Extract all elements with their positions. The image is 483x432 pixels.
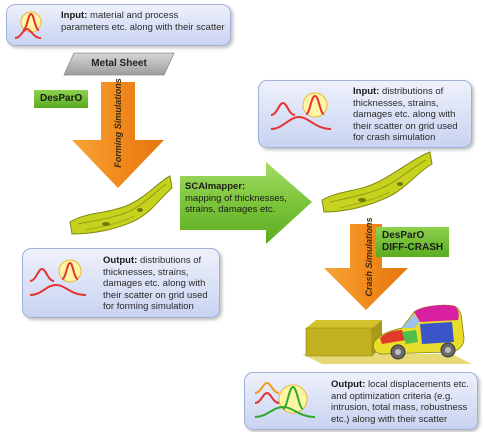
output-box-bottom: Output: local displacements etc. and opt… (244, 372, 478, 430)
desparo-tag-right-line2: DIFF-CRASH (382, 242, 444, 253)
input-top-text: Input: material and process parameters e… (61, 10, 225, 33)
input-top-body: material and process parameters etc. alo… (61, 10, 225, 33)
output-left-text: Output: distributions of thicknesses, st… (103, 255, 215, 313)
scai-mapper-arrow (180, 162, 312, 244)
crash-scene (302, 304, 472, 364)
distribution-curves-icon (14, 11, 42, 39)
output-bottom-title: Output: (331, 379, 366, 390)
formed-part-left (69, 175, 173, 235)
input-box-right: Input: distributions of thicknesses, str… (258, 80, 472, 148)
desparo-tag-right-line1: DesParO (382, 230, 425, 241)
scai-mapper-body: mapping of thicknesses, strains, damages… (185, 192, 287, 216)
output-bottom-text: Output: local displacements etc. and opt… (331, 379, 473, 425)
metal-sheet-shape (63, 52, 175, 76)
output-bottom-body: local displacements etc. and optimizatio… (331, 379, 469, 425)
formed-part-right (321, 151, 433, 213)
input-box-top: Input: material and process parameters e… (6, 4, 231, 46)
scai-mapper-text: SCAImapper: mapping of thicknesses, stra… (185, 181, 295, 216)
input-right-text: Input: distributions of thicknesses, str… (353, 86, 467, 144)
distribution-curves-icon (270, 92, 332, 130)
input-top-title: Input: (61, 10, 88, 21)
scai-mapper-title: SCAImapper: (185, 181, 246, 192)
forming-arrow (72, 82, 164, 188)
distribution-curves-icon (29, 259, 87, 296)
output-box-left: Output: distributions of thicknesses, st… (22, 248, 220, 318)
distribution-curves-icon (254, 381, 316, 418)
metal-sheet-label: Metal Sheet (91, 58, 147, 69)
crash-simulations-label: Crash Simulations (364, 217, 374, 297)
forming-simulations-label: Forming Simulations (113, 78, 123, 168)
desparo-tag-left: DesParO (34, 90, 89, 108)
output-left-body: distributions of thicknesses, strains, d… (103, 255, 208, 313)
output-left-title: Output: (103, 255, 138, 266)
crash-arrow (324, 224, 408, 310)
input-right-body: distributions of thicknesses, strains, d… (353, 86, 458, 144)
input-right-title: Input: (353, 86, 380, 97)
desparo-diffcrash-tag: DesParO DIFF-CRASH (376, 227, 450, 257)
